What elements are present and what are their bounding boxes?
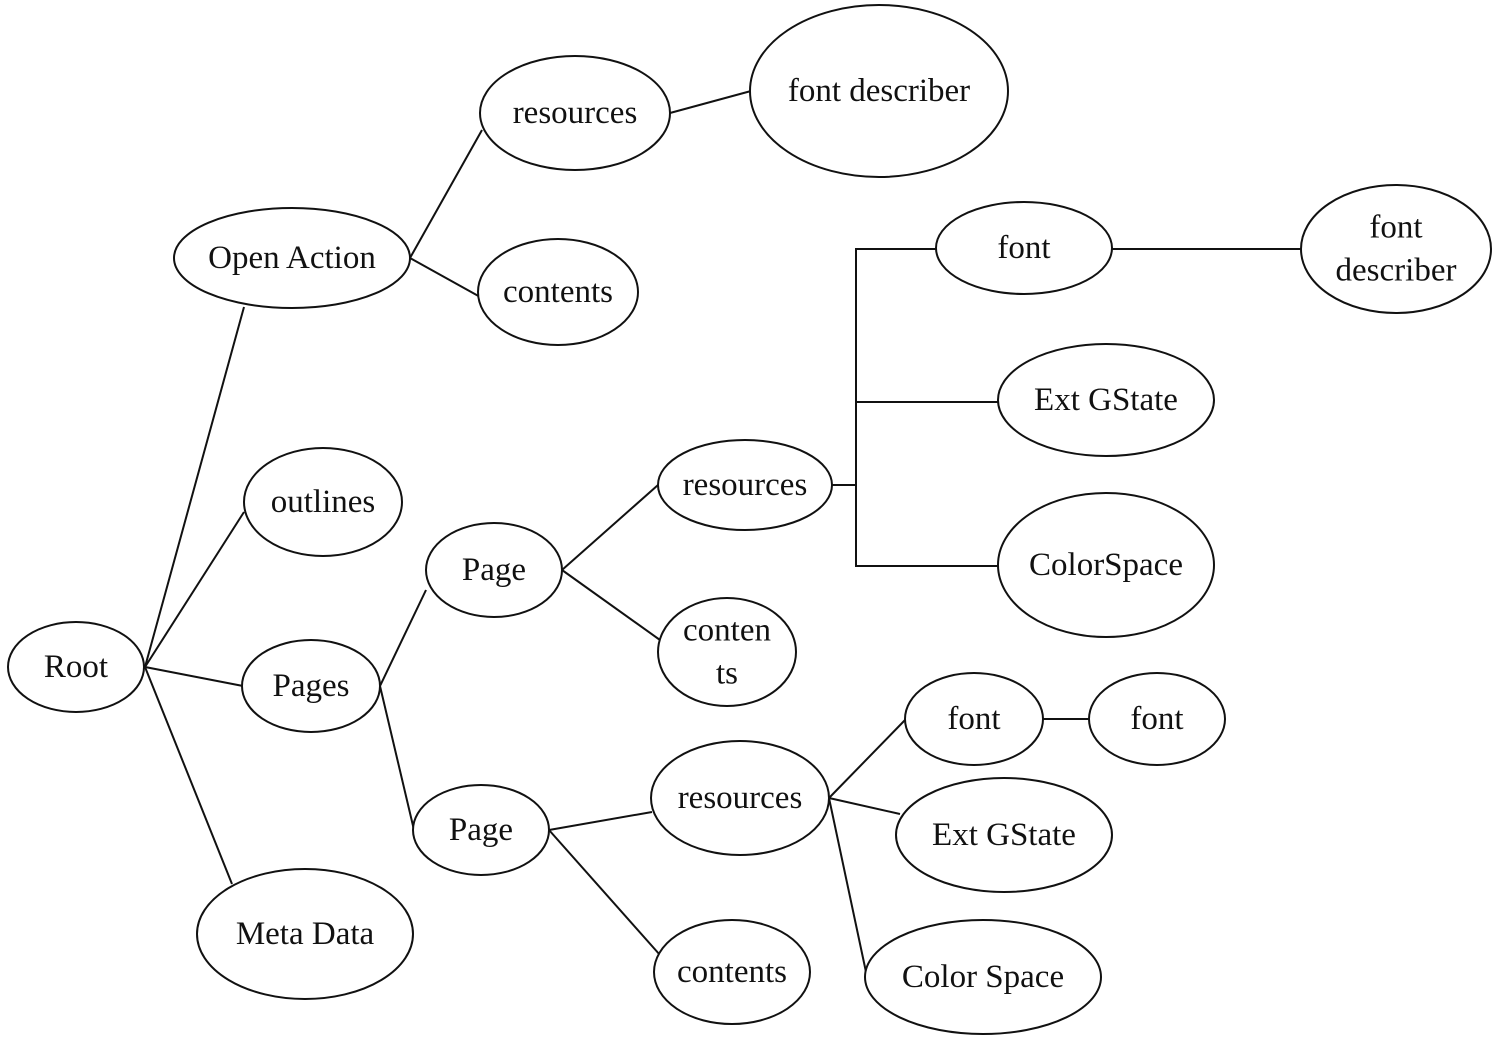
node-label-p1-colorspace: ColorSpace <box>1029 547 1183 583</box>
node-p1-colorspace: ColorSpace <box>997 492 1215 638</box>
node-ellipse-outlines <box>243 447 403 557</box>
edge-root-to-outlines <box>144 511 245 668</box>
node-ellipse-pages <box>241 639 381 733</box>
edge-oa-resources-to-oa-font-describer <box>669 90 752 114</box>
node-label-p1-font-describer-line-2: describer <box>1336 253 1457 289</box>
node-label-open-action: Open Action <box>208 240 376 276</box>
nodes-layer: Root Open Action resources font describer co… <box>7 4 1492 1035</box>
node-p2-colorspace: Color Space <box>864 919 1102 1035</box>
edge-pages-to-page-2 <box>379 685 415 831</box>
node-ellipse-page-1 <box>425 522 563 618</box>
node-ellipse-p1-extgstate <box>997 343 1215 457</box>
node-page-2: Page <box>412 784 550 876</box>
node-p2-resources: resources <box>650 740 830 856</box>
node-label-p2-font-child: font <box>1130 701 1183 737</box>
node-label-page-2: Page <box>449 812 513 848</box>
node-label-p2-colorspace: Color Space <box>902 959 1064 995</box>
node-ellipse-p2-resources <box>650 740 830 856</box>
node-p1-resources: resources <box>657 439 833 531</box>
node-ellipse-open-action <box>173 207 411 309</box>
node-ellipse-meta-data <box>196 868 414 1000</box>
edge-page-2-to-p2-contents <box>548 829 661 956</box>
node-p1-contents: conten ts <box>657 597 797 707</box>
node-ellipse-p2-font-child <box>1088 672 1226 766</box>
edge-p2-resources-to-p2-font <box>828 718 907 799</box>
node-ellipse-p1-resources <box>657 439 833 531</box>
edge-page-1-to-p1-contents <box>561 569 661 641</box>
node-label-p2-font: font <box>947 701 1000 737</box>
node-p2-font-child: font <box>1088 672 1226 766</box>
node-label-meta-data: Meta Data <box>236 916 375 952</box>
node-p2-contents: contents <box>653 919 811 1025</box>
node-ellipse-page-2 <box>412 784 550 876</box>
node-ellipse-p2-font <box>904 672 1044 766</box>
node-ellipse-p2-colorspace <box>864 919 1102 1035</box>
edge-root-to-open-action <box>144 306 245 668</box>
node-label-p1-extgstate: Ext GState <box>1034 382 1178 418</box>
node-ellipse-oa-contents <box>477 238 639 346</box>
node-p1-font-describer: font describer <box>1300 184 1492 314</box>
node-oa-font-describer: font describer <box>749 4 1009 178</box>
node-label-p1-font: font <box>997 230 1050 266</box>
edges-layer <box>144 90 1301 973</box>
node-label-outlines: outlines <box>271 484 376 520</box>
node-label-p1-contents-line-1: conten <box>683 613 771 649</box>
edge-open-action-to-oa-contents <box>409 257 483 299</box>
edge-root-to-meta-data <box>144 666 233 885</box>
node-label-pages: Pages <box>273 668 350 704</box>
node-label-p2-resources: resources <box>678 780 803 816</box>
node-p1-font: font <box>935 201 1113 295</box>
edge-p2-resources-to-p2-colorspace <box>828 797 867 973</box>
node-ellipse-p1-font-describer <box>1300 184 1492 314</box>
node-open-action: Open Action <box>173 207 411 309</box>
node-oa-contents: contents <box>477 238 639 346</box>
node-label-oa-resources: resources <box>513 95 638 131</box>
node-ellipse-p1-contents <box>657 597 797 707</box>
edge-root-to-pages <box>144 666 244 687</box>
node-p1-extgstate: Ext GState <box>997 343 1215 457</box>
edge-p1-resources-to-p1-font <box>832 248 936 486</box>
node-ellipse-p2-contents <box>653 919 811 1025</box>
node-label-page-1: Page <box>462 552 526 588</box>
node-ellipse-p2-extgstate <box>895 777 1113 893</box>
node-label-p1-resources: resources <box>683 467 808 503</box>
node-p2-extgstate: Ext GState <box>895 777 1113 893</box>
node-ellipse-oa-resources <box>479 55 671 171</box>
edge-pages-to-page-1 <box>379 589 427 687</box>
edge-p1-resources-to-p1-colorspace <box>855 485 998 567</box>
node-outlines: outlines <box>243 447 403 557</box>
node-label-root: Root <box>44 649 108 685</box>
node-ellipse-p1-font <box>935 201 1113 295</box>
edge-p2-resources-to-p2-extgstate <box>828 797 901 815</box>
node-meta-data: Meta Data <box>196 868 414 1000</box>
node-label-p2-contents: contents <box>677 954 787 990</box>
node-label-oa-contents: contents <box>503 274 613 310</box>
edge-page-2-to-p2-resources <box>548 811 653 831</box>
edge-page-1-to-p1-resources <box>561 484 659 571</box>
node-page-1: Page <box>425 522 563 618</box>
node-label-p1-font-describer-line-1: font <box>1369 210 1422 246</box>
node-label-p2-extgstate: Ext GState <box>932 817 1076 853</box>
node-ellipse-oa-font-describer <box>749 4 1009 178</box>
edge-open-action-to-oa-resources <box>409 129 483 259</box>
node-pages: Pages <box>241 639 381 733</box>
node-label-p1-contents-line-2: ts <box>716 656 738 692</box>
node-p2-font: font <box>904 672 1044 766</box>
node-root: Root <box>7 621 145 713</box>
node-label-oa-font-describer: font describer <box>788 73 970 109</box>
node-ellipse-p1-colorspace <box>997 492 1215 638</box>
node-oa-resources: resources <box>479 55 671 171</box>
node-ellipse-root <box>7 621 145 713</box>
